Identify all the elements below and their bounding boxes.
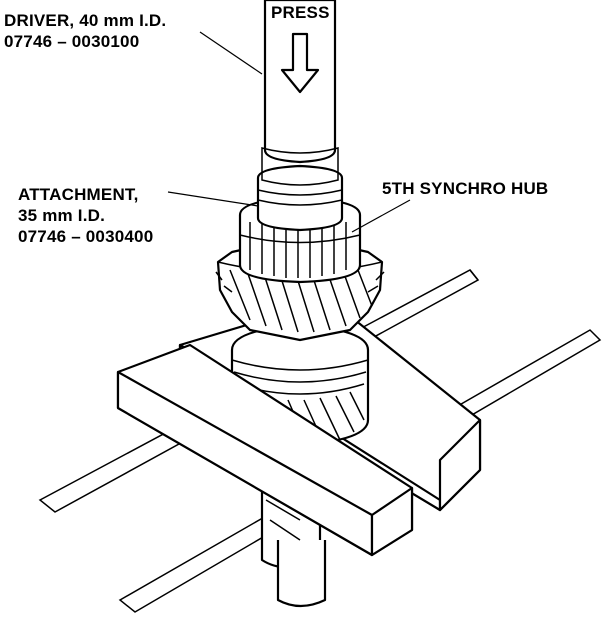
- leader-lines: [167, 31, 411, 233]
- driver-label: DRIVER, 40 mm I.D. 07746 – 0030100: [4, 11, 167, 51]
- press-arrow-icon: [280, 32, 320, 94]
- attachment-collar: [256, 164, 344, 232]
- press-label: PRESS: [271, 3, 330, 22]
- front-support-block: [116, 343, 414, 557]
- synchro-hub-label: 5TH SYNCHRO HUB: [382, 179, 549, 198]
- attachment-label: ATTACHMENT, 35 mm I.D. 07746 – 0030400: [18, 185, 154, 246]
